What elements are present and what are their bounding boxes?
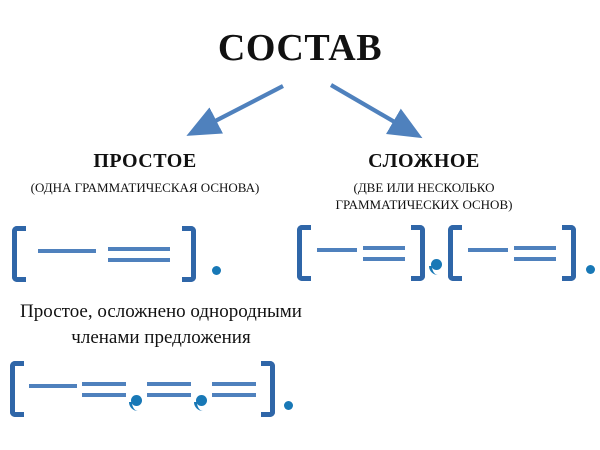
predicate-line (82, 381, 126, 397)
complex-subheading-line: (ДВЕ ИЛИ НЕСКОЛЬКО (353, 180, 495, 195)
branch-complex: СЛОЖНОЕ (ДВЕ ИЛИ НЕСКОЛЬКО ГРАММАТИЧЕСКИ… (328, 150, 520, 213)
simple-subheading: (ОДНА ГРАММАТИЧЕСКАЯ ОСНОВА) (10, 179, 280, 196)
complex-heading: СЛОЖНОЕ (368, 150, 480, 172)
predicate-line (108, 246, 170, 262)
bracket-open-icon (12, 226, 26, 282)
bracket-open-icon (297, 225, 311, 281)
note-text: Простое, осложнено однородными членами п… (0, 299, 322, 351)
simple-subheading-line: (ОДНА ГРАММАТИЧЕСКАЯ ОСНОВА) (30, 180, 260, 195)
complex-subheading-line: ГРАММАТИЧЕСКИХ ОСНОВ) (335, 197, 513, 212)
predicate-line (212, 381, 256, 397)
comma-icon (129, 395, 142, 411)
predicate-line (363, 245, 405, 261)
comma-icon (194, 395, 207, 411)
subject-line (317, 248, 357, 252)
bracket-close-icon (562, 225, 576, 281)
subject-line (468, 248, 508, 252)
bracket-close-icon (411, 225, 425, 281)
arrow-left-icon (186, 84, 284, 136)
bracket-open-icon (448, 225, 462, 281)
scheme-complex-sentence (297, 224, 595, 282)
note-line: Простое, осложнено однородными (20, 301, 302, 322)
scheme-homogeneous-members (10, 360, 293, 418)
predicate-line (147, 381, 191, 397)
bracket-open-icon (10, 361, 24, 417)
bracket-close-icon (261, 361, 275, 417)
scheme-simple-sentence (12, 225, 221, 283)
predicate-line (514, 245, 556, 261)
comma-icon (429, 259, 442, 275)
period-icon (284, 401, 293, 410)
subject-line (38, 249, 96, 253)
bracket-close-icon (182, 226, 196, 282)
period-icon (586, 265, 595, 274)
subject-line (29, 384, 77, 388)
note-line: членами предложения (71, 327, 251, 348)
branch-simple: ПРОСТОЕ (ОДНА ГРАММАТИЧЕСКАЯ ОСНОВА) (10, 150, 280, 196)
page-title: СОСТАВ (217, 27, 383, 69)
simple-heading: ПРОСТОЕ (93, 150, 197, 172)
period-icon (212, 266, 221, 275)
complex-subheading: (ДВЕ ИЛИ НЕСКОЛЬКО ГРАММАТИЧЕСКИХ ОСНОВ) (328, 179, 520, 213)
arrow-right-icon (329, 83, 423, 139)
